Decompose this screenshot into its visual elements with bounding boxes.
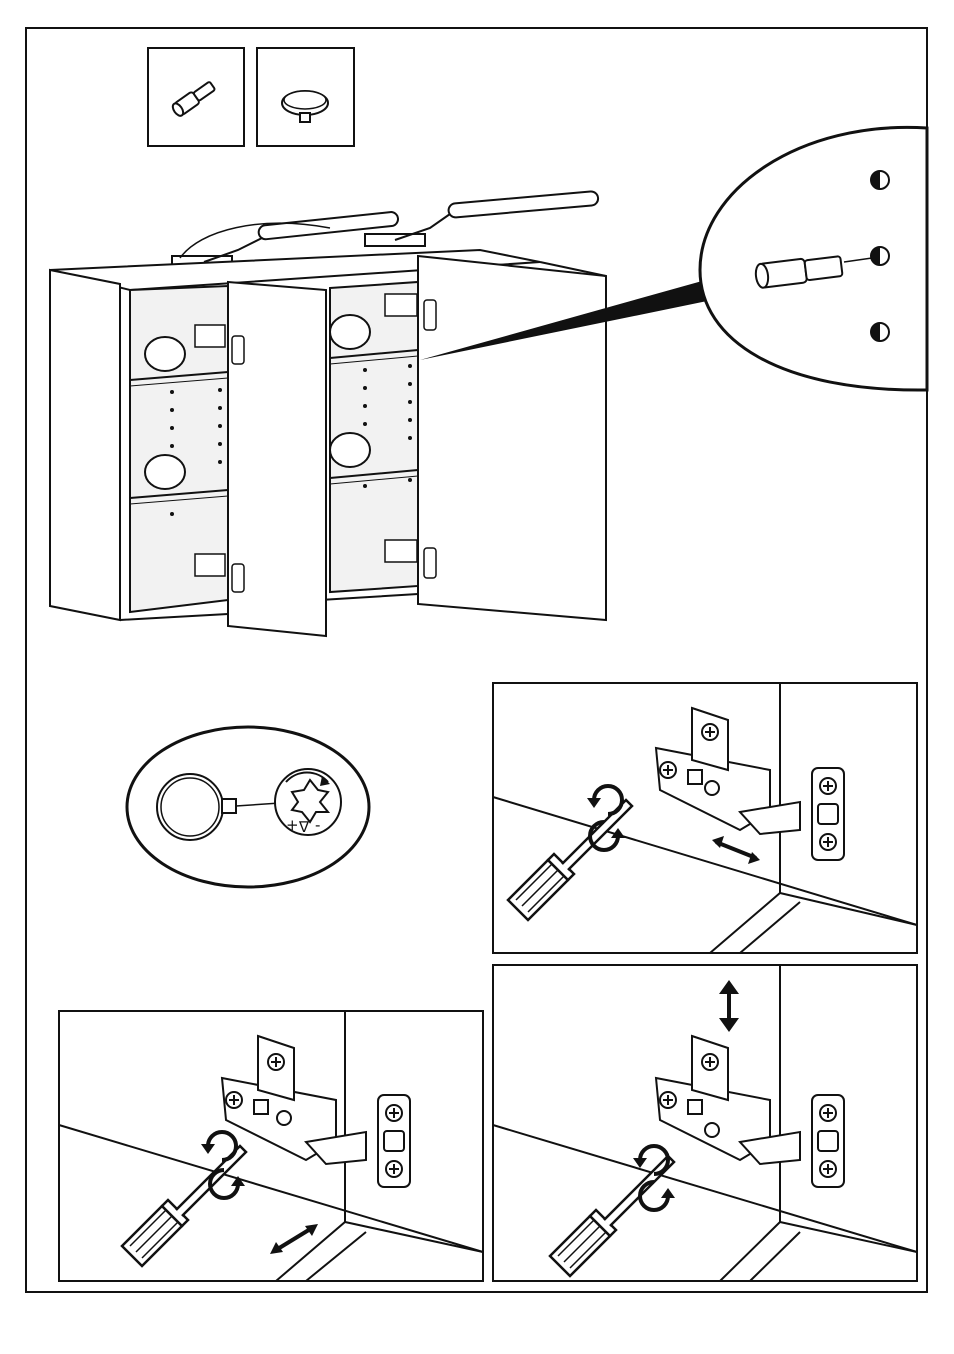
zoom-pointer [420, 276, 720, 360]
cap-screw-callout: + ∇ - [125, 725, 371, 889]
shelf-support-pin-icon [171, 81, 216, 117]
middle-door [227, 280, 327, 638]
page-frame [25, 27, 928, 1293]
left-door [49, 268, 121, 622]
parts-box-cap [256, 47, 355, 147]
round-cover-cap-icon [281, 90, 329, 123]
hinge-depth-adjust-panel [492, 682, 918, 954]
cabinet-illustration [49, 190, 607, 638]
triangle-symbol: ∇ [298, 818, 310, 836]
plus-symbol: + [286, 816, 299, 834]
parts-box-pin [147, 47, 245, 147]
minus-symbol: - [315, 816, 320, 834]
shelf-pin-detail [754, 255, 844, 289]
cabinet-hinge [194, 293, 437, 593]
right-door [417, 254, 607, 622]
light-fixtures [171, 190, 600, 269]
pin-detail-callout [698, 125, 929, 392]
hinge-height-adjust-panel [492, 964, 918, 1282]
hinge-side-adjust-panel [58, 1010, 484, 1282]
